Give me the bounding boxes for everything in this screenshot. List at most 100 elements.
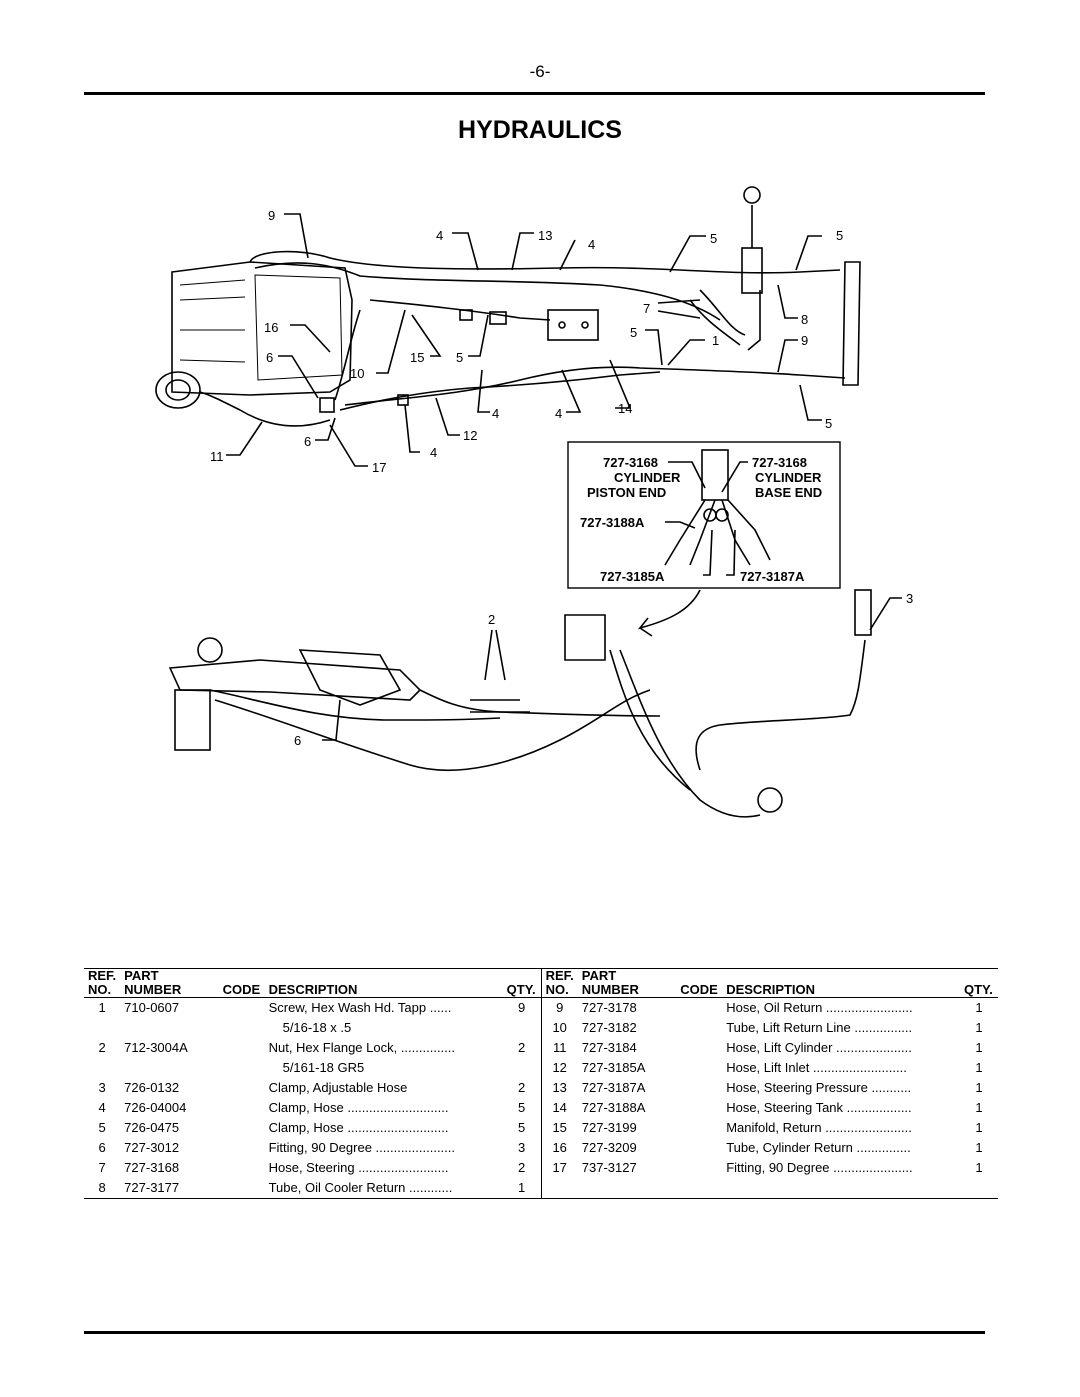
ref-no: 10 <box>552 1020 567 1035</box>
inset-part-left: 727-3168 <box>603 455 658 470</box>
header-number: NUMBER <box>120 983 219 998</box>
table-header-top: REF. PART REF. PART <box>84 968 998 983</box>
part-number: 727-3012 <box>124 1140 180 1155</box>
ref-no: 8 <box>98 1180 106 1195</box>
page-title: HYDRAULICS <box>458 116 622 144</box>
part-number: 727-3187A <box>581 1080 646 1095</box>
part-number: 710-0607 <box>124 1000 180 1015</box>
quantity: 1 <box>975 1080 983 1095</box>
ref-no: 17 <box>552 1160 567 1175</box>
quantity: 1 <box>975 1040 983 1055</box>
table-row: 1 2 3 4 5 6 7 8 710-0607 712-3004A 726-0… <box>84 997 998 1199</box>
part-number: 737-3127 <box>581 1160 637 1175</box>
callout-4: 4 <box>430 445 437 460</box>
ref-no: 14 <box>552 1100 567 1115</box>
callout-4: 4 <box>492 406 499 421</box>
callout-12: 12 <box>463 428 477 443</box>
oil-filter <box>155 371 201 409</box>
footer-rule <box>84 1331 985 1334</box>
callout-5: 5 <box>836 228 843 243</box>
description-detail: 5/16-18 x .5 <box>282 1020 352 1035</box>
header-part: PART <box>581 968 617 983</box>
ref-no: 2 <box>98 1040 106 1055</box>
part-number: 726-0132 <box>124 1080 180 1095</box>
header-qty: QTY. <box>959 983 998 998</box>
part-number: 727-3178 <box>581 1000 637 1015</box>
description: Hose, Oil Return .......................… <box>726 1000 913 1015</box>
quantity: 5 <box>518 1100 526 1115</box>
header-rule <box>84 92 985 95</box>
description: Clamp, Adjustable Hose <box>268 1080 408 1095</box>
description-detail: 5/161-18 GR5 <box>282 1060 365 1075</box>
description: Fitting, 90 Degree .....................… <box>268 1140 455 1155</box>
ref-no: 15 <box>552 1120 567 1135</box>
quantity: 1 <box>518 1180 526 1195</box>
inset-cylinder-right: CYLINDER <box>755 470 822 485</box>
header-code: CODE <box>218 983 265 998</box>
description: Hose, Steering Pressure ........... <box>726 1080 912 1095</box>
callout-4: 4 <box>555 406 562 421</box>
description: Manifold, Return .......................… <box>726 1120 912 1135</box>
header-description: DESCRIPTION <box>722 983 960 998</box>
callout-4: 4 <box>588 237 595 252</box>
parts-table: REF. PART REF. PART NO. NUMBER CODE DESC… <box>84 968 998 1199</box>
callout-5: 5 <box>456 350 463 365</box>
page-number: -6- <box>529 62 551 81</box>
callout-5: 5 <box>710 231 717 246</box>
description: Clamp, Hose ............................ <box>268 1100 449 1115</box>
callout-2: 2 <box>488 612 495 627</box>
callout-14: 14 <box>618 401 632 416</box>
part-number: 727-3209 <box>581 1140 637 1155</box>
description: Fitting, 90 Degree .....................… <box>726 1160 913 1175</box>
quantity: 9 <box>518 1000 526 1015</box>
part-number: 727-3177 <box>124 1180 180 1195</box>
part-number: 726-0475 <box>124 1120 180 1135</box>
quantity: 2 <box>518 1080 526 1095</box>
header-description: DESCRIPTION <box>264 983 503 998</box>
callout-9: 9 <box>801 333 808 348</box>
callout-11: 11 <box>210 449 224 464</box>
part-number: 726-04004 <box>124 1100 187 1115</box>
header-no: NO. <box>84 983 121 998</box>
part-number: 727-3182 <box>581 1020 637 1035</box>
callout-5: 5 <box>630 325 637 340</box>
quantity: 1 <box>975 1120 983 1135</box>
transmission-housing <box>171 261 353 396</box>
quantity: 1 <box>975 1060 983 1075</box>
inset-base-end: BASE END <box>755 485 822 500</box>
quantity: 1 <box>975 1000 983 1015</box>
quantity: 2 <box>518 1040 526 1055</box>
ref-no: 11 <box>552 1040 567 1055</box>
header-code: CODE <box>676 983 723 998</box>
ref-no: 1 <box>98 1000 106 1015</box>
steering-tank <box>564 614 606 661</box>
lift-cylinder <box>741 247 763 294</box>
ref-no: 7 <box>98 1160 106 1175</box>
inset-hose-3188a: 727-3188A <box>580 515 645 530</box>
callout-6: 6 <box>294 733 301 748</box>
description: Tube, Cylinder Return ............... <box>726 1140 911 1155</box>
lower-tank <box>174 689 211 751</box>
header-ref: REF. <box>545 968 574 983</box>
callout-16: 16 <box>264 320 278 335</box>
callout-9: 9 <box>268 208 275 223</box>
table-header-bottom: NO. NUMBER CODE DESCRIPTION QTY. NO. NUM… <box>84 983 998 998</box>
description: Hose, Lift Inlet .......................… <box>726 1060 907 1075</box>
ref-no: 12 <box>552 1060 567 1075</box>
header-part: PART <box>124 968 159 983</box>
callout-13: 13 <box>538 228 552 243</box>
quantity: 1 <box>975 1160 983 1175</box>
callout-7: 7 <box>643 301 650 316</box>
header-no: NO. <box>541 983 578 998</box>
hose-oil-return <box>249 250 841 274</box>
inset-part-right: 727-3168 <box>752 455 807 470</box>
description: Tube, Lift Return Line ................ <box>726 1020 913 1035</box>
part-number: 727-3199 <box>581 1120 637 1135</box>
quantity: 1 <box>975 1020 983 1035</box>
quantity: 1 <box>975 1140 983 1155</box>
header-qty: QTY. <box>502 983 542 998</box>
part-number: 727-3188A <box>581 1100 646 1115</box>
quantity: 1 <box>975 1100 983 1115</box>
description: Tube, Oil Cooler Return ............ <box>268 1180 453 1195</box>
ref-no: 9 <box>556 1000 564 1015</box>
